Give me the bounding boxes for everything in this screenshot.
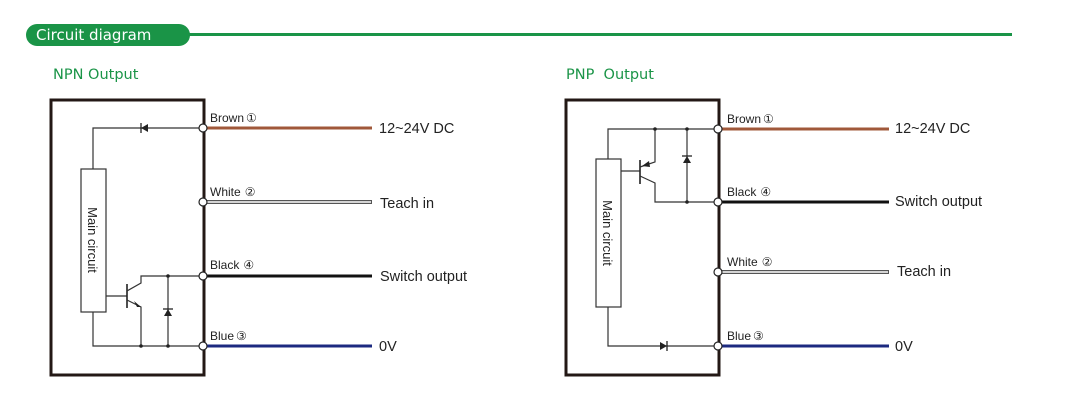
section-header-title: Circuit diagram [36,26,152,44]
npn-supply-diode-icon [140,123,148,133]
pnp-label-output: Switch output [895,194,982,210]
pnp-clamp-diode-icon [682,127,692,204]
pnp-ground-diode-icon [660,341,668,351]
npn-title: NPN Output [53,67,139,83]
npn-label-output: Switch output [380,269,467,285]
npn-sensor-housing [49,98,206,377]
pnp-label-0v: 0V [895,339,913,355]
npn-label-teach: Teach in [380,196,434,212]
pnp-main-circuit-label: Main circuit [600,200,615,266]
pnp-terminal-3 [713,341,723,351]
pnp-sensor-housing [564,98,721,377]
pnp-transistor-icon [621,127,718,203]
npn-terminal-3 [198,341,208,351]
pnp-label-teach: Teach in [897,264,951,280]
pnp-terminal-2 [713,267,723,277]
npn-transistor-icon [106,275,203,346]
pnp-label-supply: 12~24V DC [895,121,970,137]
npn-terminal-4 [198,271,208,281]
pnp-main-circuit-box [595,158,622,308]
pnp-terminal-4 [713,197,723,207]
npn-clamp-diode-icon [139,274,173,348]
npn-terminal-1 [198,123,208,133]
npn-terminal-2 [198,197,208,207]
pnp-terminal-1 [713,124,723,134]
pnp-title: PNP Output [566,67,654,83]
section-header-rule [186,33,1012,36]
npn-label-supply: 12~24V DC [379,121,454,137]
npn-label-0v: 0V [379,339,397,355]
npn-main-circuit-label: Main circuit [85,207,100,273]
pnp-diagram: Main circuit [564,98,982,377]
section-header-pill: Circuit diagram [26,24,190,46]
npn-diagram: Main circuit [49,98,467,377]
